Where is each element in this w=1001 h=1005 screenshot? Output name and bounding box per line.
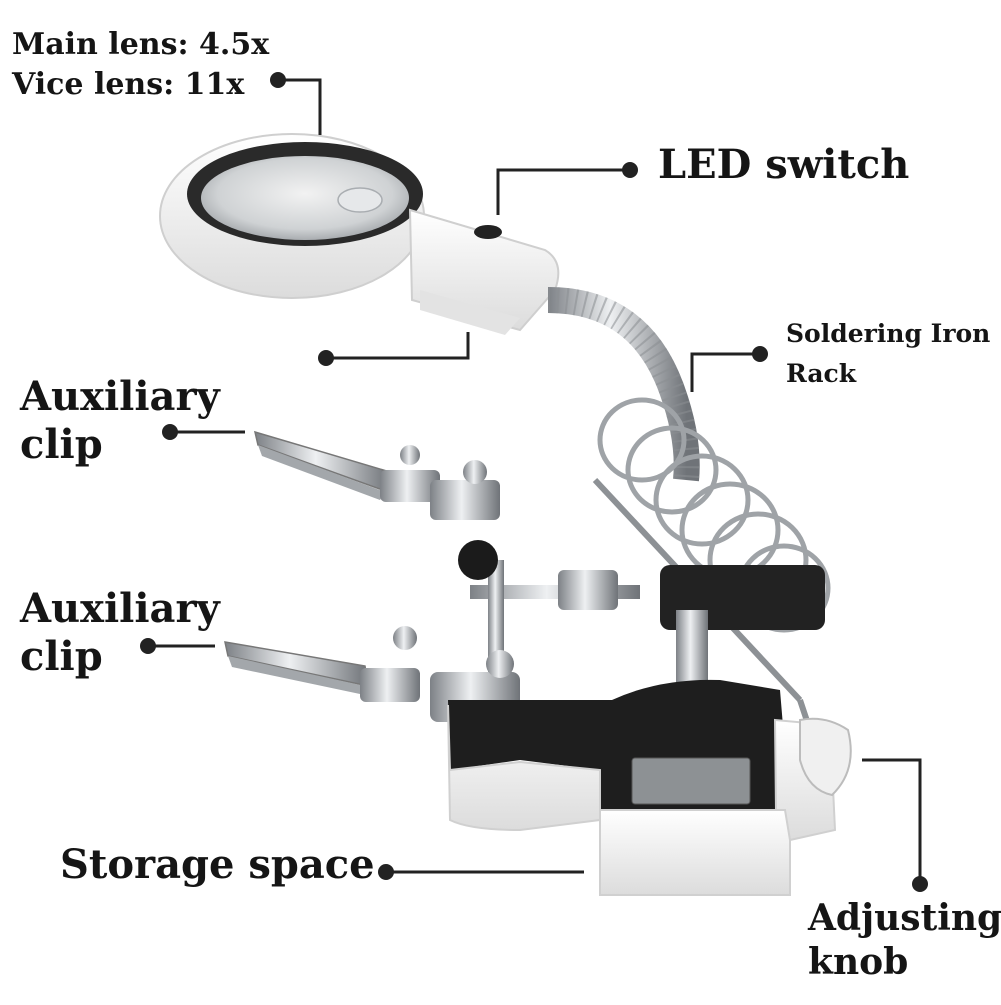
auxiliary-clip-top (253, 430, 500, 520)
label-aux-clip-bottom-line2: clip (20, 633, 103, 680)
label-aux-clip-top-line2: clip (20, 421, 103, 468)
label-main-lens: Main lens: 4.5x (12, 27, 270, 62)
main-lens (201, 156, 409, 240)
label-led-switch: LED switch (658, 141, 910, 188)
gooseneck-arm (547, 287, 700, 482)
leader-soldering-rack (690, 352, 760, 392)
vice-lens (337, 187, 383, 213)
leader-dots (140, 72, 928, 892)
label-soldering-rack: Rack (786, 359, 857, 388)
stand-base (447, 679, 852, 896)
label-storage-space: Storage space (60, 841, 375, 888)
leader-adjusting-knob (862, 758, 922, 882)
leader-main-lens (278, 78, 322, 135)
storage-drawer (599, 809, 791, 896)
auxiliary-clip-bottom (224, 626, 520, 722)
label-aux-clip-top-line1: Auxiliary (20, 373, 220, 420)
leader-led-switch (496, 168, 630, 215)
led-switch-button (474, 225, 502, 239)
label-vice-lens: Vice lens: 11x (12, 67, 245, 102)
leader-lines (148, 78, 922, 882)
label-aux-clip-bottom-line1: Auxiliary (20, 585, 220, 632)
sponge-tray (631, 757, 751, 805)
label-soldering-iron: Soldering Iron (786, 319, 991, 348)
adjust-knob-top (458, 540, 498, 580)
led-light-strip (420, 290, 520, 335)
leader-led-light (326, 332, 470, 360)
label-adjusting-line1: Adjusting (808, 897, 1001, 939)
magnifier-head (159, 133, 560, 335)
adjusting-knob (799, 717, 852, 797)
label-adjusting-line2: knob (808, 941, 909, 983)
base-left-block (447, 704, 601, 832)
